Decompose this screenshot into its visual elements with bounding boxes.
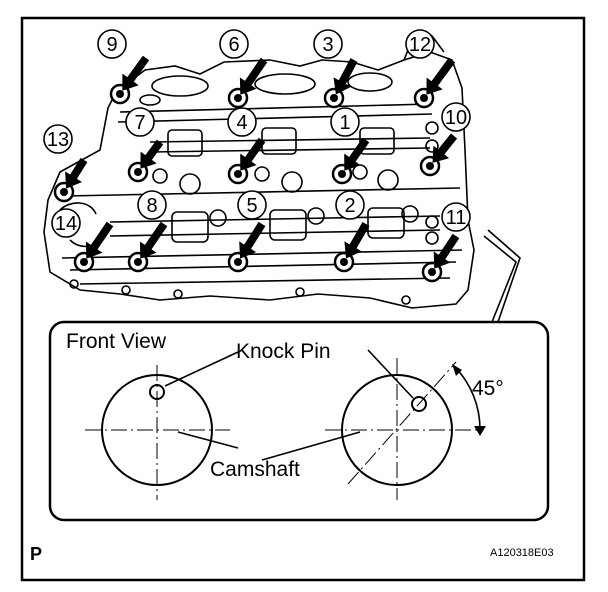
bolt-number-circle [405,29,435,59]
bolt-callout-3: 3 [313,29,358,109]
bolt-center [330,94,338,102]
bolt-number-circle [441,202,471,232]
bolt-number: 2 [344,195,355,217]
bolt-center [426,162,434,170]
bolt-number: 12 [409,34,431,56]
bolt-callout-2: 2 [333,190,370,273]
bolt-callout-12: 12 [405,29,456,109]
bolt-center [420,94,428,102]
left-knock-pin [149,384,165,400]
front-view-panel [48,320,550,522]
bolt-number-circle [43,124,73,154]
tightening-arrow-icon [240,137,266,171]
bolt-number: 11 [446,207,467,229]
bolt-center [134,168,142,176]
bolt-callout-8: 8 [127,190,168,273]
bolt-number: 5 [246,195,257,217]
bolt-number-circle [313,29,343,59]
angle-arrowhead-top [452,364,462,376]
bolt-center [338,170,346,178]
bolt-number: 7 [134,112,145,134]
bolt-callout-7: 7 [125,107,164,183]
bolt-number: 6 [228,34,239,56]
bolt-number-circle [97,29,127,59]
corner-mark: P [30,544,42,564]
bolt-callout-9: 9 [97,29,150,105]
tightening-arrow-icon [65,157,88,189]
angle-label: 45° [472,377,504,400]
tightening-arrow-icon [139,221,168,259]
tightening-arrow-icon [333,58,358,95]
camshaft-label: Camshaft [210,458,300,481]
angle-arrowhead-bottom [474,426,486,436]
bolt-center [428,268,436,276]
bolt-center [60,188,68,196]
bolt-number: 3 [322,34,333,56]
bolt-callout-11: 11 [421,202,471,283]
tightening-arrow-icon [140,139,164,169]
bolt-number: 8 [146,195,157,217]
bolt-center [234,258,242,266]
bolt-center [234,94,242,102]
bolt-number-circle [227,107,257,137]
bolt-number: 9 [106,34,117,56]
bolt-number-circle [137,190,167,220]
front-view-label: Front View [66,330,167,353]
bolt-number: 4 [236,112,247,134]
tightening-arrow-icon [433,233,460,269]
figure-code: A120318E03 [490,547,554,559]
cylinder-head-drawing [43,35,475,309]
bolt-callout-5: 5 [227,190,267,273]
bolt-callout-1: 1 [330,107,370,185]
bolt-number: 13 [47,129,69,151]
bolt-number-circle [335,190,365,220]
bolt-number-circle [237,190,267,220]
bolt-center [234,170,242,178]
tightening-arrow-icon [239,57,268,95]
bolt-callout-14: 14 [51,208,114,273]
right-camshaft-circle [341,374,453,486]
inset-callout-lines [483,229,521,323]
tightening-arrow-icon [122,55,150,91]
bolt-number-circle [125,107,155,137]
bolt-center [340,258,348,266]
tightening-arrow-icon [426,57,456,95]
bolt-number: 1 [339,112,350,134]
tightening-arrow-icon [344,222,370,259]
bolt-number-circle [330,107,360,137]
bolt-number-circle [219,29,249,59]
bolt-center [80,258,88,266]
bolt-callout-10: 10 [419,102,471,177]
tightening-arrow-icon [85,221,114,259]
tightening-arrow-icon [432,133,458,163]
tightening-arrow-icon [344,137,370,171]
tightening-arrow-icon [239,221,266,259]
bolt-callout-13: 13 [43,124,88,203]
knock-pin-label: Knock Pin [236,340,331,363]
bolt-center [116,90,124,98]
bolt-center [134,258,142,266]
bolt-number-circle [51,208,81,238]
bolt-number-circle [441,102,471,132]
bolt-callout-6: 6 [219,29,268,109]
bolt-callout-4: 4 [227,107,266,185]
right-knock-pin [411,396,427,412]
bolt-number: 14 [55,213,77,235]
bolt-number: 10 [445,107,467,129]
